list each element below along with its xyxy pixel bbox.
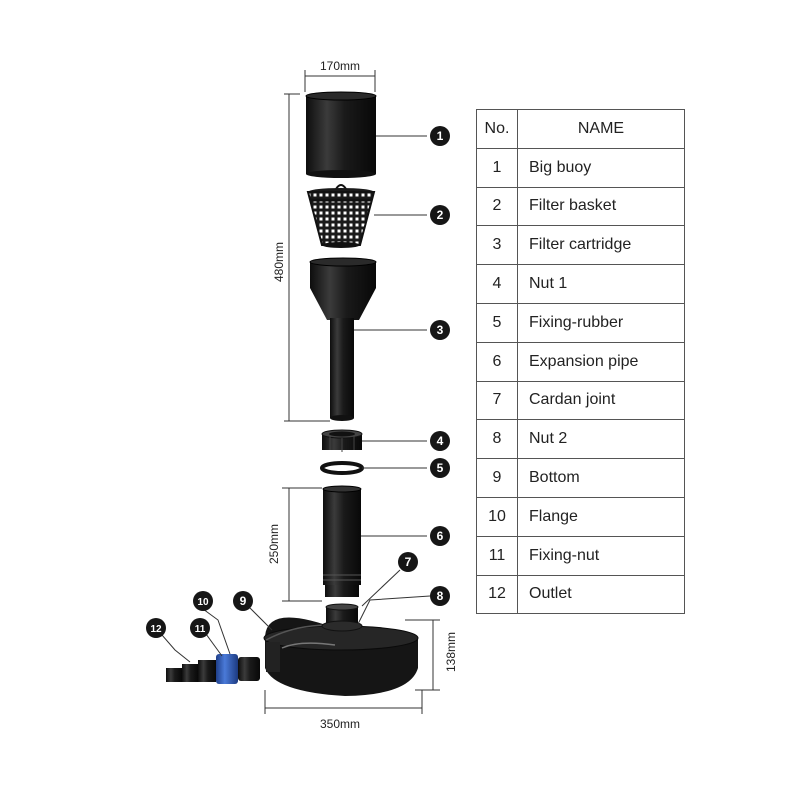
- dimension-base-width: 350mm: [264, 690, 423, 731]
- svg-text:3: 3: [437, 323, 444, 337]
- callout-8: 8: [430, 586, 450, 606]
- row-no: 4: [476, 264, 518, 304]
- leader-lines: [161, 135, 431, 663]
- row-name: Fixing-rubber: [517, 302, 685, 343]
- part-nut-2: [321, 620, 363, 632]
- dimension-pipe-height: 250mm: [267, 487, 322, 602]
- row-name: Fixing-nut: [517, 535, 685, 576]
- svg-text:10: 10: [197, 597, 209, 608]
- svg-text:12: 12: [150, 624, 162, 635]
- base-width-label: 350mm: [320, 717, 360, 731]
- svg-text:9: 9: [240, 594, 247, 608]
- row-no: 2: [476, 186, 518, 227]
- part-filter-cartridge: [309, 257, 377, 421]
- dimension-upper-height: 480mm: [272, 93, 330, 422]
- part-nut-1: [321, 429, 363, 452]
- part-outlet: [166, 660, 216, 682]
- part-expansion-pipe: [322, 485, 362, 597]
- part-fixing-nut: [216, 654, 238, 684]
- callout-6: 6: [430, 526, 450, 546]
- callout-3: 3: [430, 320, 450, 340]
- row-no: 11: [476, 535, 518, 576]
- svg-text:1: 1: [437, 129, 444, 143]
- part-cardan-joint: [325, 603, 359, 625]
- callout-1: 1: [430, 126, 450, 146]
- row-no: 12: [476, 574, 518, 615]
- callout-5: 5: [430, 458, 450, 478]
- row-name: Expansion pipe: [517, 341, 685, 382]
- row-name: Flange: [517, 496, 685, 537]
- dimension-base-height: 138mm: [405, 619, 458, 691]
- svg-text:6: 6: [437, 529, 444, 543]
- callout-10: 10: [193, 591, 213, 611]
- callout-12: 12: [146, 618, 166, 638]
- row-no: 8: [476, 419, 518, 460]
- row-name: Cardan joint: [517, 380, 685, 421]
- callout-4: 4: [430, 431, 450, 451]
- part-filter-basket: [306, 184, 376, 248]
- svg-text:7: 7: [405, 555, 412, 569]
- callout-11: 11: [190, 618, 210, 638]
- pipe-height-label: 250mm: [267, 524, 281, 564]
- row-name: Filter cartridge: [517, 225, 685, 266]
- callout-2: 2: [430, 205, 450, 225]
- row-no: 5: [476, 302, 518, 343]
- row-name: Bottom: [517, 458, 685, 498]
- base-height-label: 138mm: [444, 632, 458, 672]
- svg-text:8: 8: [437, 589, 444, 603]
- row-no: 1: [476, 147, 518, 188]
- row-name: Nut 2: [517, 419, 685, 460]
- callout-9: 9: [233, 591, 253, 611]
- svg-text:2: 2: [437, 208, 444, 222]
- header-name: NAME: [517, 109, 685, 149]
- upper-height-label: 480mm: [272, 242, 286, 282]
- row-name: Filter basket: [517, 186, 685, 227]
- svg-text:5: 5: [437, 461, 444, 475]
- row-no: 9: [476, 458, 518, 498]
- row-name: Outlet: [517, 574, 685, 615]
- row-no: 10: [476, 496, 518, 537]
- row-no: 3: [476, 225, 518, 266]
- row-no: 7: [476, 380, 518, 421]
- callout-7: 7: [398, 552, 418, 572]
- top-width-label: 170mm: [320, 59, 360, 73]
- row-name: Big buoy: [517, 147, 685, 188]
- header-no: No.: [476, 109, 518, 149]
- svg-text:11: 11: [195, 624, 206, 635]
- row-no: 6: [476, 341, 518, 382]
- table-header-row: No. NAME: [476, 109, 685, 149]
- part-fixing-rubber: [320, 461, 364, 475]
- row-name: Nut 1: [517, 264, 685, 304]
- part-flange: [238, 657, 260, 681]
- part-big-buoy: [305, 91, 377, 178]
- part-bottom: [263, 617, 419, 696]
- svg-text:4: 4: [437, 434, 444, 448]
- dimension-top-width: 170mm: [304, 59, 376, 92]
